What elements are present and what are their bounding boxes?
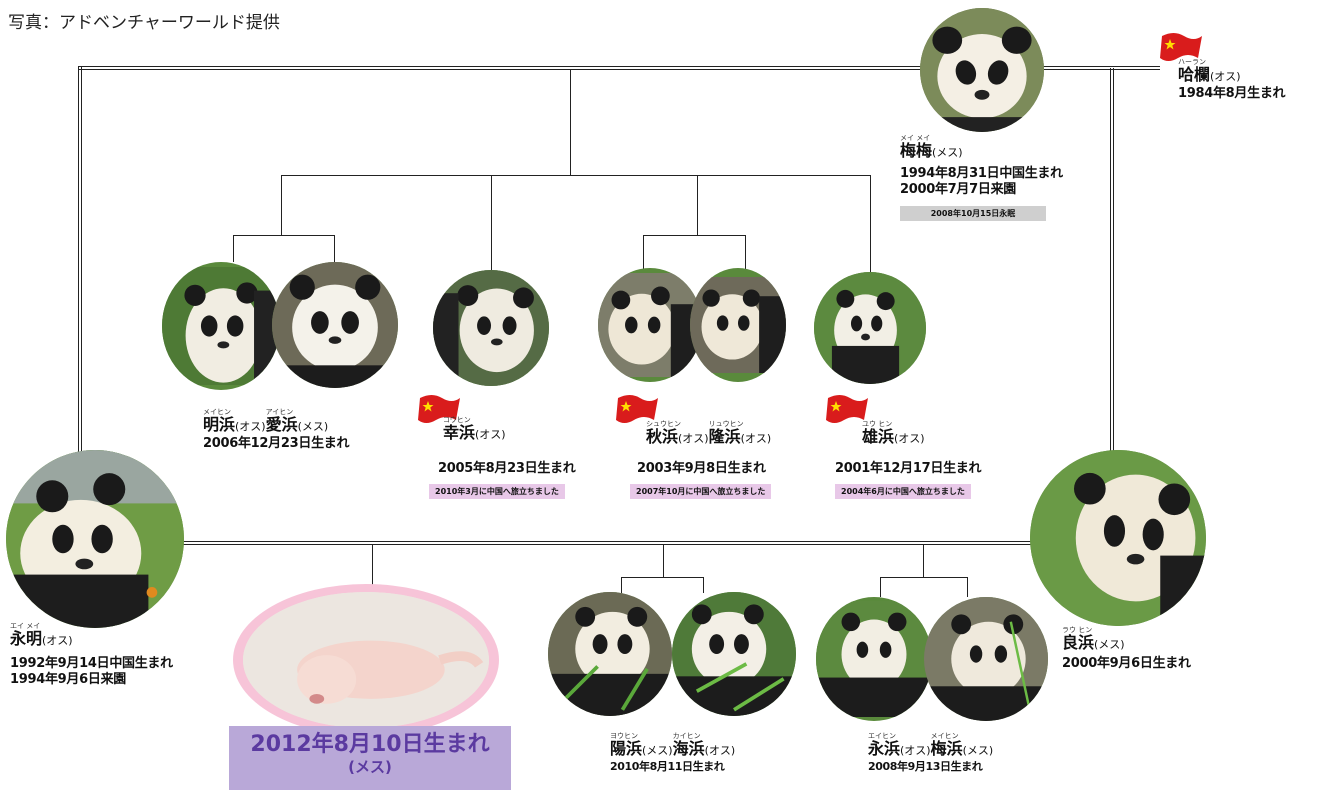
shuhin-ruby: シュウヒン [646,420,681,428]
yuhin-label: ユウ ヒン 雄浜(オス) [862,420,925,448]
yuhin-sex: (オス) [894,432,925,445]
meihin-name: 明浜 [203,415,236,434]
eimei-sex: (オス) [42,634,73,647]
meihin-aihin-birth: 2006年12月23日生まれ [203,436,350,451]
aihin-photo [272,262,398,388]
kouhin-ruby: コウヒン [443,416,471,424]
shuhin-ryuhin-label: シュウヒン秋浜(オス) リュウヒン隆浜(オス) [646,420,771,448]
eimei-ruby: エイ メイ [10,622,41,630]
meimei-label: メイ メイ 梅梅(メス) 1994年8月31日中国生まれ 2000年7月7日来園 [900,134,1063,198]
meimei-note: 2008年10月15日永眠 [900,206,1046,221]
youhin-sex: (メス) [642,744,673,757]
meihin-ruby: メイヒン [203,408,231,416]
shuhin-sex: (オス) [678,432,709,445]
kaihin-name: 海浜 [672,739,705,758]
rauhin-sex: (メス) [1094,638,1125,651]
youhin-kaihin-birth: 2010年8月11日生まれ [610,760,725,773]
rauhin-ruby: ラウ ヒン [1062,626,1093,634]
eihin-meihin-birth: 2008年9月13日生まれ [868,760,983,773]
youhin-kaihin-label: ヨウヒン陽浜(メス) カイヒン海浜(オス) 2010年8月11日生まれ [610,732,735,774]
eihin-photo [816,597,932,721]
kouhin-birth: 2005年8月23日生まれ [438,461,576,476]
eimei-name: 永明 [10,629,43,648]
eihin-name: 永浜 [868,739,901,758]
baby-photo [243,592,489,728]
ryuhin-ruby: リュウヒン [708,420,744,428]
haran-label: ハーラン 哈欄(オス) 1984年8月生まれ [1178,58,1286,102]
yuhin-name: 雄浜 [862,427,895,446]
youhin-name: 陽浜 [610,739,643,758]
rauhin-label: ラウ ヒン 良浜(メス) 2000年9月6日生まれ [1062,626,1191,672]
photo-credit: 写真：アドベンチャーワールド提供 [8,13,280,33]
meihin2-name: 梅浜 [930,739,963,758]
haran-ruby: ハーラン [1178,58,1206,66]
rauhin-name: 良浜 [1062,633,1095,652]
meihin-photo [162,262,280,390]
meihin2-photo [924,597,1048,721]
china-flag-icon [614,392,658,424]
eimei-birth: 1992年9月14日中国生まれ [10,656,173,671]
haran-sex: (オス) [1210,70,1241,83]
meimei-birth: 1994年8月31日中国生まれ [900,166,1063,181]
kaihin-sex: (オス) [704,744,736,757]
shuhin-ryuhin-note: 2007年10月に中国へ旅立ちました [630,484,772,499]
baby-birth: 2012年8月10日生まれ [250,732,490,757]
meimei-photo [920,8,1044,132]
aihin-name: 愛浜 [265,415,298,434]
meimei-name: 梅梅 [900,141,933,160]
ryuhin-sex: (オス) [740,432,772,445]
eihin-ruby: エイヒン [868,732,896,740]
kouhin-note: 2010年3月に中国へ旅立ちました [429,484,565,499]
rauhin-photo [1030,450,1206,626]
eihin-meihin-label: エイヒン永浜(オス) メイヒン梅浜(メス) 2008年9月13日生まれ [868,732,993,774]
kouhin-name: 幸浜 [443,423,476,442]
meimei-sex: (メス) [932,146,963,159]
kouhin-label: コウヒン 幸浜(オス) [443,416,506,444]
yuhin-photo [814,272,926,384]
youhin-ruby: ヨウヒン [610,732,638,740]
haran-name: 哈欄 [1178,65,1211,84]
youhin-photo [548,592,672,716]
kouhin-sex: (オス) [475,428,506,441]
yuhin-note: 2004年6月に中国へ旅立ちました [835,484,971,499]
ryuhin-photo [690,268,786,382]
meihin-sex: (オス) [235,420,266,433]
eimei-label: エイ メイ 永明(オス) 1992年9月14日中国生まれ 1994年9月6日来園 [10,622,173,688]
kouhin-photo [433,270,549,386]
aihin-sex: (メス) [297,420,329,433]
aihin-ruby: アイヒン [265,408,294,416]
baby-label: 2012年8月10日生まれ (メス) [229,726,511,790]
meimei-arrival: 2000年7月7日来園 [900,182,1016,197]
kaihin-photo [672,592,796,716]
yuhin-birth: 2001年12月17日生まれ [835,461,982,476]
shuhin-ryuhin-birth: 2003年9月8日生まれ [637,461,766,476]
china-flag-icon [1158,30,1202,62]
baby-sex: (メス) [348,758,392,776]
meihin-aihin-label: メイヒン明浜(オス) アイヒン愛浜(メス) 2006年12月23日生まれ [203,408,349,452]
eimei-arrival: 1994年9月6日来園 [10,672,126,687]
china-flag-icon [416,392,460,424]
eimei-photo [6,450,184,628]
shuhin-photo [598,268,702,382]
meihin2-sex: (メス) [962,744,994,757]
shuhin-name: 秋浜 [646,427,679,446]
haran-birth: 1984年8月生まれ [1178,86,1286,101]
kaihin-ruby: カイヒン [672,732,701,740]
ryuhin-name: 隆浜 [708,427,741,446]
yuhin-ruby: ユウ ヒン [862,420,893,428]
meimei-ruby: メイ メイ [900,134,931,142]
meihin2-ruby: メイヒン [930,732,959,740]
eihin-sex: (オス) [900,744,931,757]
china-flag-icon [824,392,868,424]
rauhin-birth: 2000年9月6日生まれ [1062,656,1191,671]
